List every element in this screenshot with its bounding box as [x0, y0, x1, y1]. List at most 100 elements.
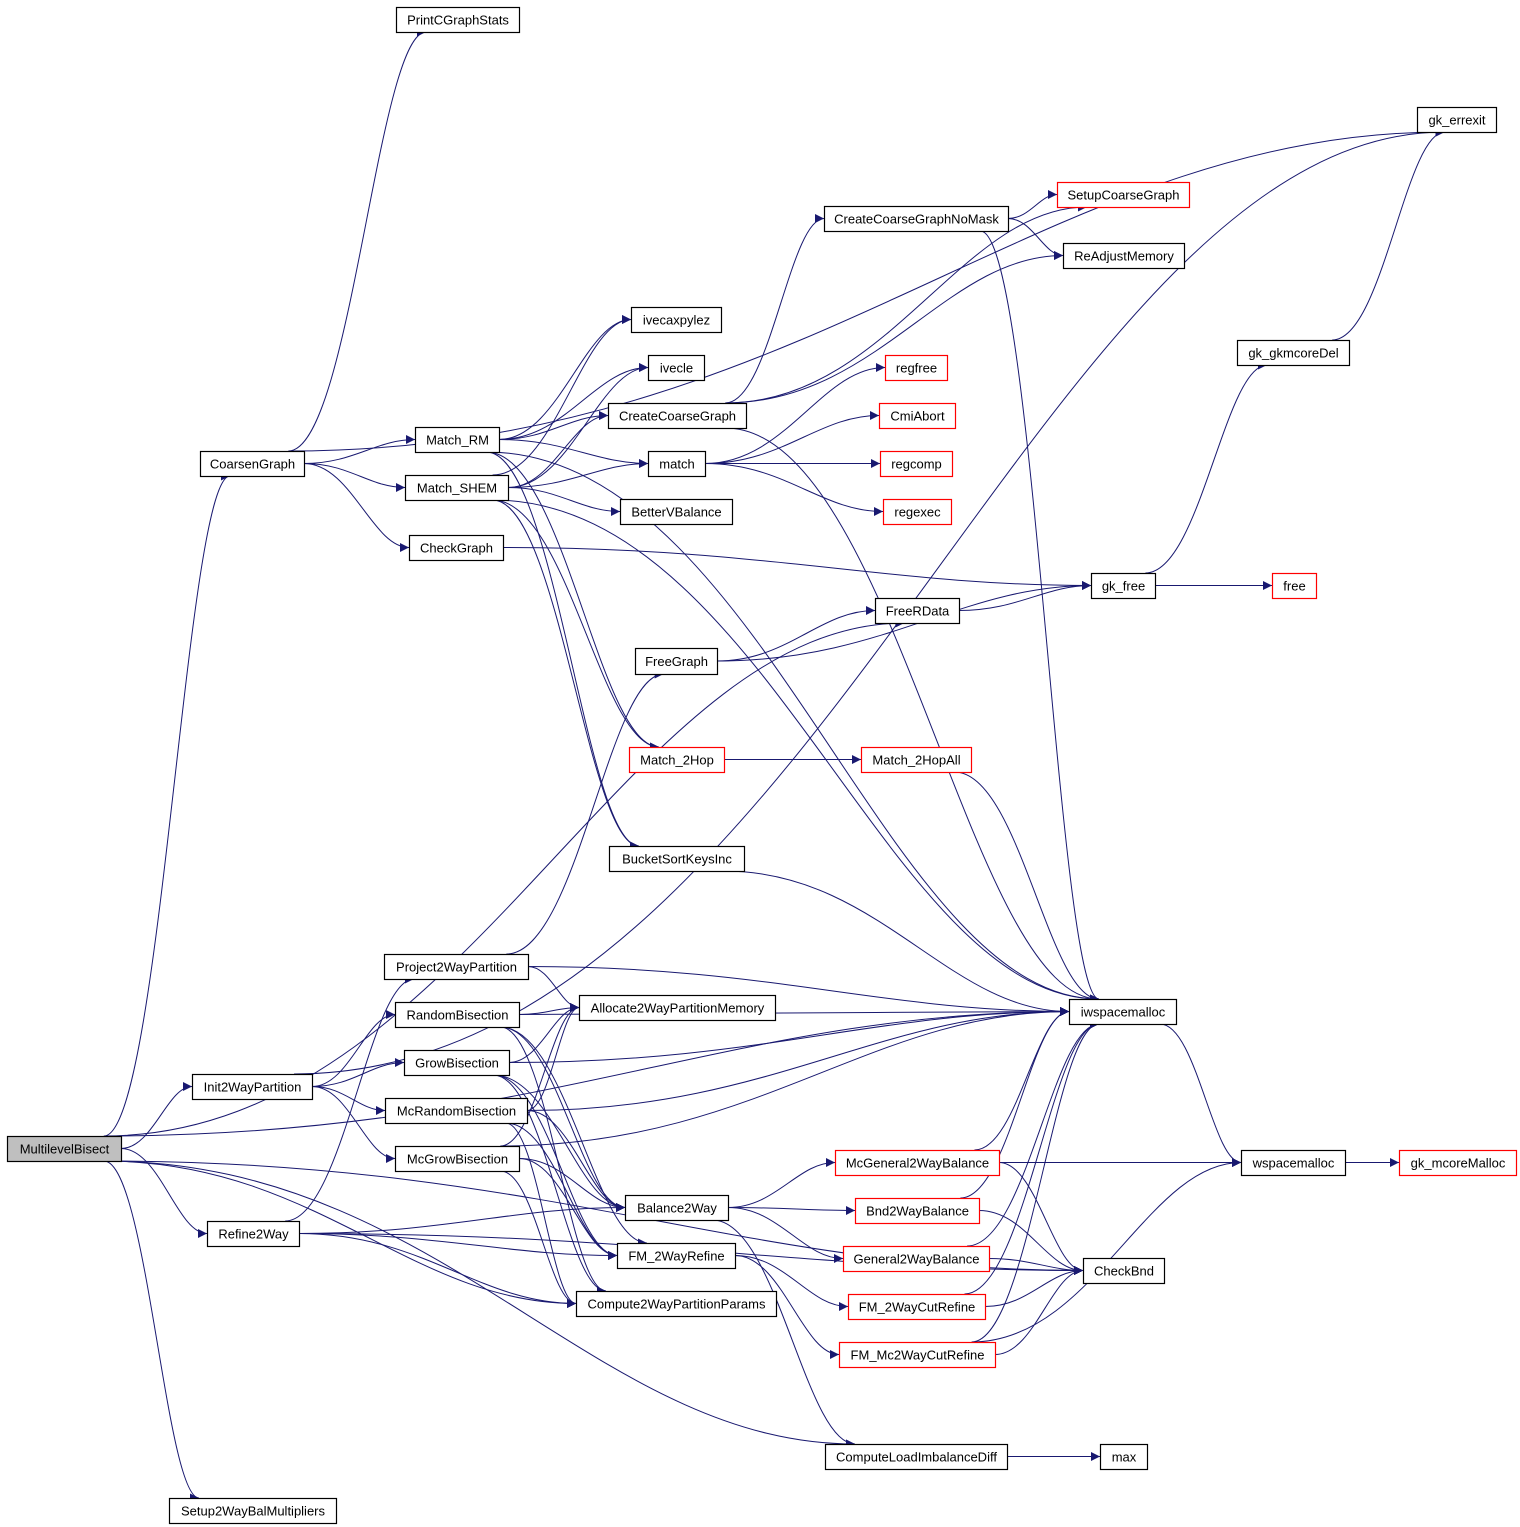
node-box[interactable]	[1236, 339, 1351, 367]
node-setup-coarse-graph[interactable]: SetupCoarseGraph	[1056, 181, 1191, 209]
node-project2-way-partition[interactable]: Project2WayPartition	[383, 953, 530, 981]
node-box[interactable]	[1068, 998, 1178, 1026]
node-box[interactable]	[191, 1073, 314, 1101]
node-create-coarse-graph[interactable]: CreateCoarseGraph	[607, 402, 748, 430]
node-box[interactable]	[847, 1293, 987, 1321]
node-box[interactable]	[616, 1242, 737, 1270]
node-random-bisection[interactable]: RandomBisection	[394, 1001, 521, 1029]
node-box[interactable]	[1090, 572, 1157, 600]
node-regcomp[interactable]: regcomp	[879, 450, 954, 478]
node-gk-mcore-malloc[interactable]: gk_mcoreMalloc	[1398, 1149, 1518, 1177]
node-box[interactable]	[384, 1097, 529, 1125]
node-box[interactable]	[578, 994, 777, 1022]
node-box[interactable]	[575, 1290, 778, 1318]
node-box[interactable]	[395, 6, 521, 34]
node-fm-2-way-refine[interactable]: FM_2WayRefine	[616, 1242, 737, 1270]
node-box[interactable]	[608, 845, 746, 873]
node-box[interactable]	[394, 1145, 521, 1173]
node-box[interactable]	[634, 647, 719, 676]
node-mc-random-bisection[interactable]: McRandomBisection	[384, 1097, 529, 1125]
node-ivecle[interactable]: ivecle	[647, 354, 706, 382]
node-free[interactable]: free	[1271, 572, 1318, 600]
node-box[interactable]	[383, 953, 530, 981]
node-box[interactable]	[647, 450, 707, 478]
node-wspacemalloc[interactable]: wspacemalloc	[1240, 1149, 1347, 1177]
node-init2-way-partition[interactable]: Init2WayPartition	[191, 1073, 314, 1101]
node-box[interactable]	[414, 426, 501, 454]
node-general2-way-balance[interactable]: General2WayBalance	[842, 1245, 991, 1273]
node-match-2-hop-all[interactable]: Match_2HopAll	[860, 746, 973, 774]
node-box[interactable]	[1082, 1257, 1166, 1285]
node-compute2-way-partition-params[interactable]: Compute2WayPartitionParams	[575, 1290, 778, 1318]
node-box[interactable]	[834, 1149, 1001, 1177]
node-box[interactable]	[1240, 1149, 1347, 1177]
node-refine2-way[interactable]: Refine2Way	[206, 1220, 301, 1248]
node-box[interactable]	[624, 1194, 730, 1222]
node-box[interactable]	[860, 746, 973, 774]
node-match-rm[interactable]: Match_RM	[414, 426, 501, 454]
node-fm-2-way-cut-refine[interactable]: FM_2WayCutRefine	[847, 1293, 987, 1321]
node-gk-errexit[interactable]: gk_errexit	[1416, 106, 1498, 134]
node-box[interactable]	[882, 498, 953, 526]
node-regfree[interactable]: regfree	[884, 354, 949, 382]
node-bnd2-way-balance[interactable]: Bnd2WayBalance	[854, 1197, 981, 1225]
node-check-graph[interactable]: CheckGraph	[408, 534, 505, 562]
node-box[interactable]	[874, 597, 961, 625]
node-box[interactable]	[647, 354, 706, 382]
node-match[interactable]: match	[647, 450, 707, 478]
node-box[interactable]	[854, 1197, 981, 1225]
node-setup2-way-bal-multipliers[interactable]: Setup2WayBalMultipliers	[168, 1497, 338, 1525]
node-box[interactable]	[206, 1220, 301, 1248]
node-mc-general2-way-balance[interactable]: McGeneral2WayBalance	[834, 1149, 1001, 1177]
node-balance2-way[interactable]: Balance2Way	[624, 1194, 730, 1222]
node-better-vbalance[interactable]: BetterVBalance	[619, 498, 734, 526]
node-match-2-hop[interactable]: Match_2Hop	[628, 746, 726, 774]
node-check-bnd[interactable]: CheckBnd	[1082, 1257, 1166, 1285]
node-gk-free[interactable]: gk_free	[1090, 572, 1157, 600]
node-box[interactable]	[408, 534, 505, 562]
node-box[interactable]	[628, 746, 726, 774]
node-box[interactable]	[1398, 1149, 1518, 1177]
node-box[interactable]	[168, 1497, 338, 1525]
node-box[interactable]	[879, 450, 954, 478]
node-box[interactable]	[404, 474, 510, 502]
node-free-graph[interactable]: FreeGraph	[634, 647, 719, 676]
node-box[interactable]	[838, 1341, 997, 1369]
node-allocate2-way-partition-memory[interactable]: Allocate2WayPartitionMemory	[578, 994, 777, 1022]
node-cmi-abort[interactable]: CmiAbort	[878, 402, 957, 430]
node-regexec[interactable]: regexec	[882, 498, 953, 526]
node-box[interactable]	[394, 1001, 521, 1029]
node-match-shem[interactable]: Match_SHEM	[404, 474, 510, 502]
node-box[interactable]	[619, 498, 734, 526]
node-box[interactable]	[824, 1443, 1009, 1471]
node-box[interactable]	[823, 205, 1010, 233]
node-max[interactable]: max	[1099, 1443, 1149, 1471]
node-box[interactable]	[403, 1049, 511, 1077]
node-multilevel-bisect[interactable]: MultilevelBisect	[6, 1135, 123, 1163]
node-box[interactable]	[884, 354, 949, 382]
node-box[interactable]	[842, 1245, 991, 1273]
node-iwspacemalloc[interactable]: iwspacemalloc	[1068, 998, 1178, 1026]
node-grow-bisection[interactable]: GrowBisection	[403, 1049, 511, 1077]
node-box[interactable]	[6, 1135, 123, 1163]
node-box[interactable]	[1099, 1443, 1149, 1471]
node-box[interactable]	[1062, 242, 1186, 270]
node-re-adjust-memory[interactable]: ReAdjustMemory	[1062, 242, 1186, 270]
node-mc-grow-bisection[interactable]: McGrowBisection	[394, 1145, 521, 1173]
node-box[interactable]	[1056, 181, 1191, 209]
node-gk-gkmcore-del[interactable]: gk_gkmcoreDel	[1236, 339, 1351, 367]
node-box[interactable]	[199, 450, 306, 478]
node-coarsen-graph[interactable]: CoarsenGraph	[199, 450, 306, 478]
node-print-cgraph-stats[interactable]: PrintCGraphStats	[395, 6, 521, 34]
node-fm-mc2-way-cut-refine[interactable]: FM_Mc2WayCutRefine	[838, 1341, 997, 1369]
node-box[interactable]	[630, 306, 723, 334]
node-free-rdata[interactable]: FreeRData	[874, 597, 961, 625]
node-create-coarse-graph-no-mask[interactable]: CreateCoarseGraphNoMask	[823, 205, 1010, 233]
node-box[interactable]	[1416, 106, 1498, 134]
node-box[interactable]	[878, 402, 957, 430]
node-box[interactable]	[607, 402, 748, 430]
node-compute-load-imbalance-diff[interactable]: ComputeLoadImbalanceDiff	[824, 1443, 1009, 1471]
node-bucket-sort-keys-inc[interactable]: BucketSortKeysInc	[608, 845, 746, 873]
node-box[interactable]	[1271, 572, 1318, 600]
node-ivecaxpylez[interactable]: ivecaxpylez	[630, 306, 723, 334]
